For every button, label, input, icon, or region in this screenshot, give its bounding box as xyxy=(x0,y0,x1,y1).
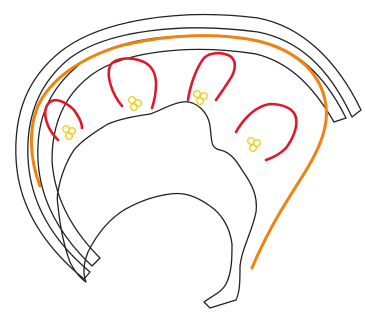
red-loop-2 xyxy=(109,59,156,108)
red-loop-3 xyxy=(188,53,235,100)
cluster-icon-1 xyxy=(63,126,76,140)
red-loop-4 xyxy=(236,104,296,160)
cluster-icon-2 xyxy=(129,97,142,111)
cluster-icon-3 xyxy=(194,91,208,105)
cluster-icon-4 xyxy=(248,138,261,152)
central-body xyxy=(57,102,256,308)
outer-band-inner-line xyxy=(38,35,346,266)
